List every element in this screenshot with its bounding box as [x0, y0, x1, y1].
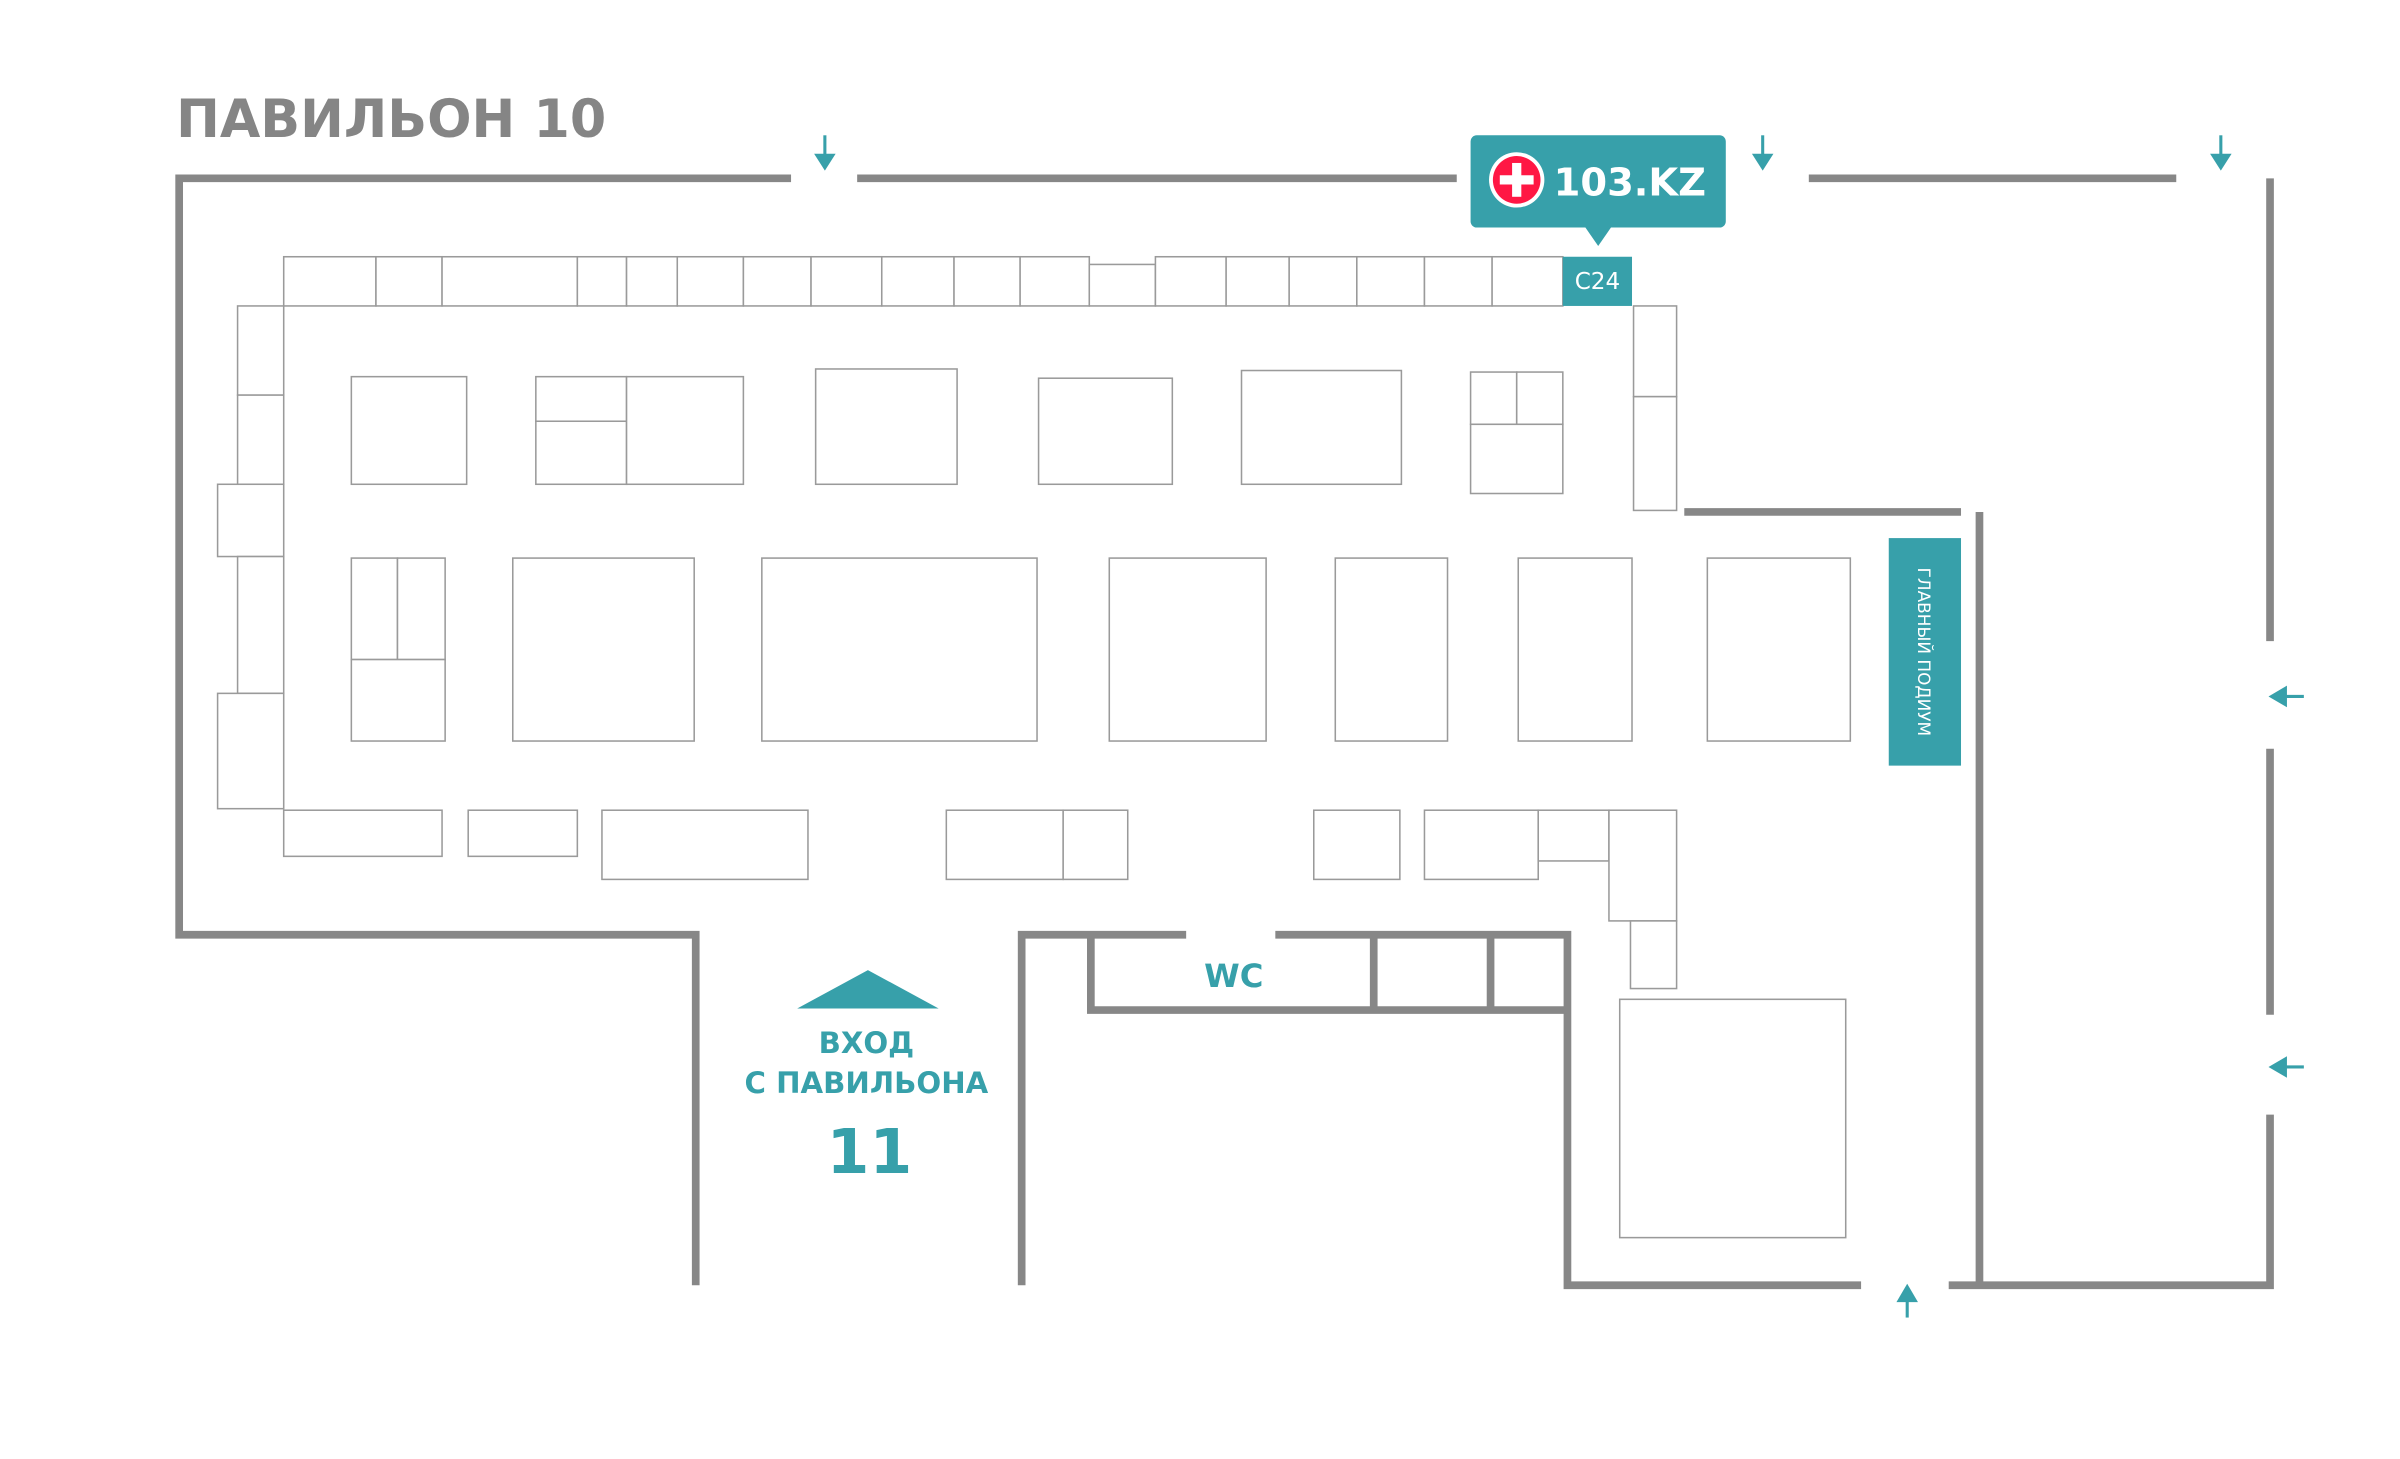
booth[interactable] — [1632, 305, 1678, 398]
booth[interactable] — [676, 255, 745, 307]
booths — [216, 255, 1852, 1239]
booth[interactable] — [880, 255, 955, 307]
entry-arrow-icon — [1896, 1283, 1918, 1318]
booth[interactable] — [216, 692, 285, 810]
entrance-line1: ВХОД — [819, 1026, 915, 1060]
booth[interactable] — [1537, 809, 1610, 862]
booth[interactable] — [742, 255, 812, 307]
entry-arrow-icon — [814, 135, 836, 171]
entry-arrows — [814, 135, 2304, 1318]
booth[interactable] — [1469, 423, 1564, 495]
booth[interactable] — [1469, 371, 1518, 426]
booth[interactable] — [1225, 255, 1290, 307]
entrance-pavilion-number: 11 — [827, 1116, 913, 1188]
booth[interactable] — [1618, 998, 1847, 1239]
booth[interactable] — [236, 555, 285, 695]
booth[interactable] — [467, 809, 579, 858]
booth[interactable] — [535, 375, 628, 423]
booth[interactable] — [1312, 809, 1401, 881]
entry-arrow-icon — [2210, 135, 2232, 171]
red-cross-icon — [1489, 152, 1545, 208]
booth[interactable] — [236, 305, 285, 396]
booth[interactable] — [1629, 920, 1678, 990]
booth[interactable] — [945, 809, 1064, 881]
booth[interactable] — [1515, 371, 1564, 426]
booth[interactable] — [625, 375, 745, 486]
booth[interactable] — [1019, 255, 1091, 307]
booth[interactable] — [375, 255, 443, 307]
booth[interactable] — [282, 809, 443, 858]
booth[interactable] — [1108, 557, 1267, 742]
booth[interactable] — [350, 375, 468, 486]
booth[interactable] — [1037, 377, 1174, 486]
booth[interactable] — [601, 809, 809, 881]
entry-arrow-icon — [2268, 685, 2304, 708]
booth[interactable] — [1356, 255, 1426, 307]
entrance-line2: С ПАВИЛЬОНА — [745, 1066, 989, 1100]
booth[interactable] — [1062, 809, 1129, 881]
booth[interactable] — [1517, 557, 1633, 742]
booth[interactable] — [1423, 255, 1493, 307]
booth[interactable] — [535, 420, 628, 486]
booth[interactable] — [282, 255, 377, 307]
booth[interactable] — [1240, 369, 1403, 486]
booth[interactable] — [1288, 255, 1358, 307]
booth[interactable] — [1423, 809, 1539, 881]
booth[interactable] — [810, 255, 883, 307]
booth[interactable] — [814, 368, 958, 486]
booth[interactable] — [1334, 557, 1449, 742]
booth[interactable] — [1491, 255, 1564, 307]
booth[interactable] — [1706, 557, 1852, 742]
wc-label: WC — [1204, 957, 1263, 995]
logo-text: 103.KZ — [1554, 160, 1706, 205]
booth[interactable] — [576, 255, 628, 307]
booth[interactable] — [441, 255, 579, 307]
podium-label: ГЛАВНЫЙ ПОДИУМ — [1914, 568, 1935, 737]
booth[interactable] — [350, 557, 399, 661]
booth[interactable] — [350, 658, 446, 742]
walls — [175, 174, 2274, 1290]
booth[interactable] — [1154, 255, 1227, 307]
booth[interactable] — [216, 483, 285, 558]
entry-arrow-icon — [2268, 1056, 2304, 1078]
booth[interactable] — [396, 557, 446, 661]
booth-c24[interactable]: C24 — [1562, 256, 1633, 306]
booth[interactable] — [236, 394, 285, 486]
booth[interactable] — [1632, 395, 1678, 512]
main-podium[interactable]: ГЛАВНЫЙ ПОДИУМ — [1888, 538, 1962, 766]
pavilion-title: ПАВИЛЬОН 10 — [176, 89, 606, 150]
exhibitor-logo-callout[interactable]: 103.KZ — [1470, 135, 1726, 246]
booth[interactable] — [761, 557, 1038, 742]
booth[interactable] — [1608, 809, 1678, 922]
booth[interactable] — [625, 255, 679, 307]
booth[interactable] — [512, 557, 695, 742]
entry-arrow-icon — [1751, 135, 1774, 171]
booth[interactable] — [1088, 263, 1157, 307]
booth-c24-label: C24 — [1575, 269, 1620, 295]
booth[interactable] — [953, 255, 1021, 307]
entrance-arrow-icon — [797, 970, 939, 1009]
